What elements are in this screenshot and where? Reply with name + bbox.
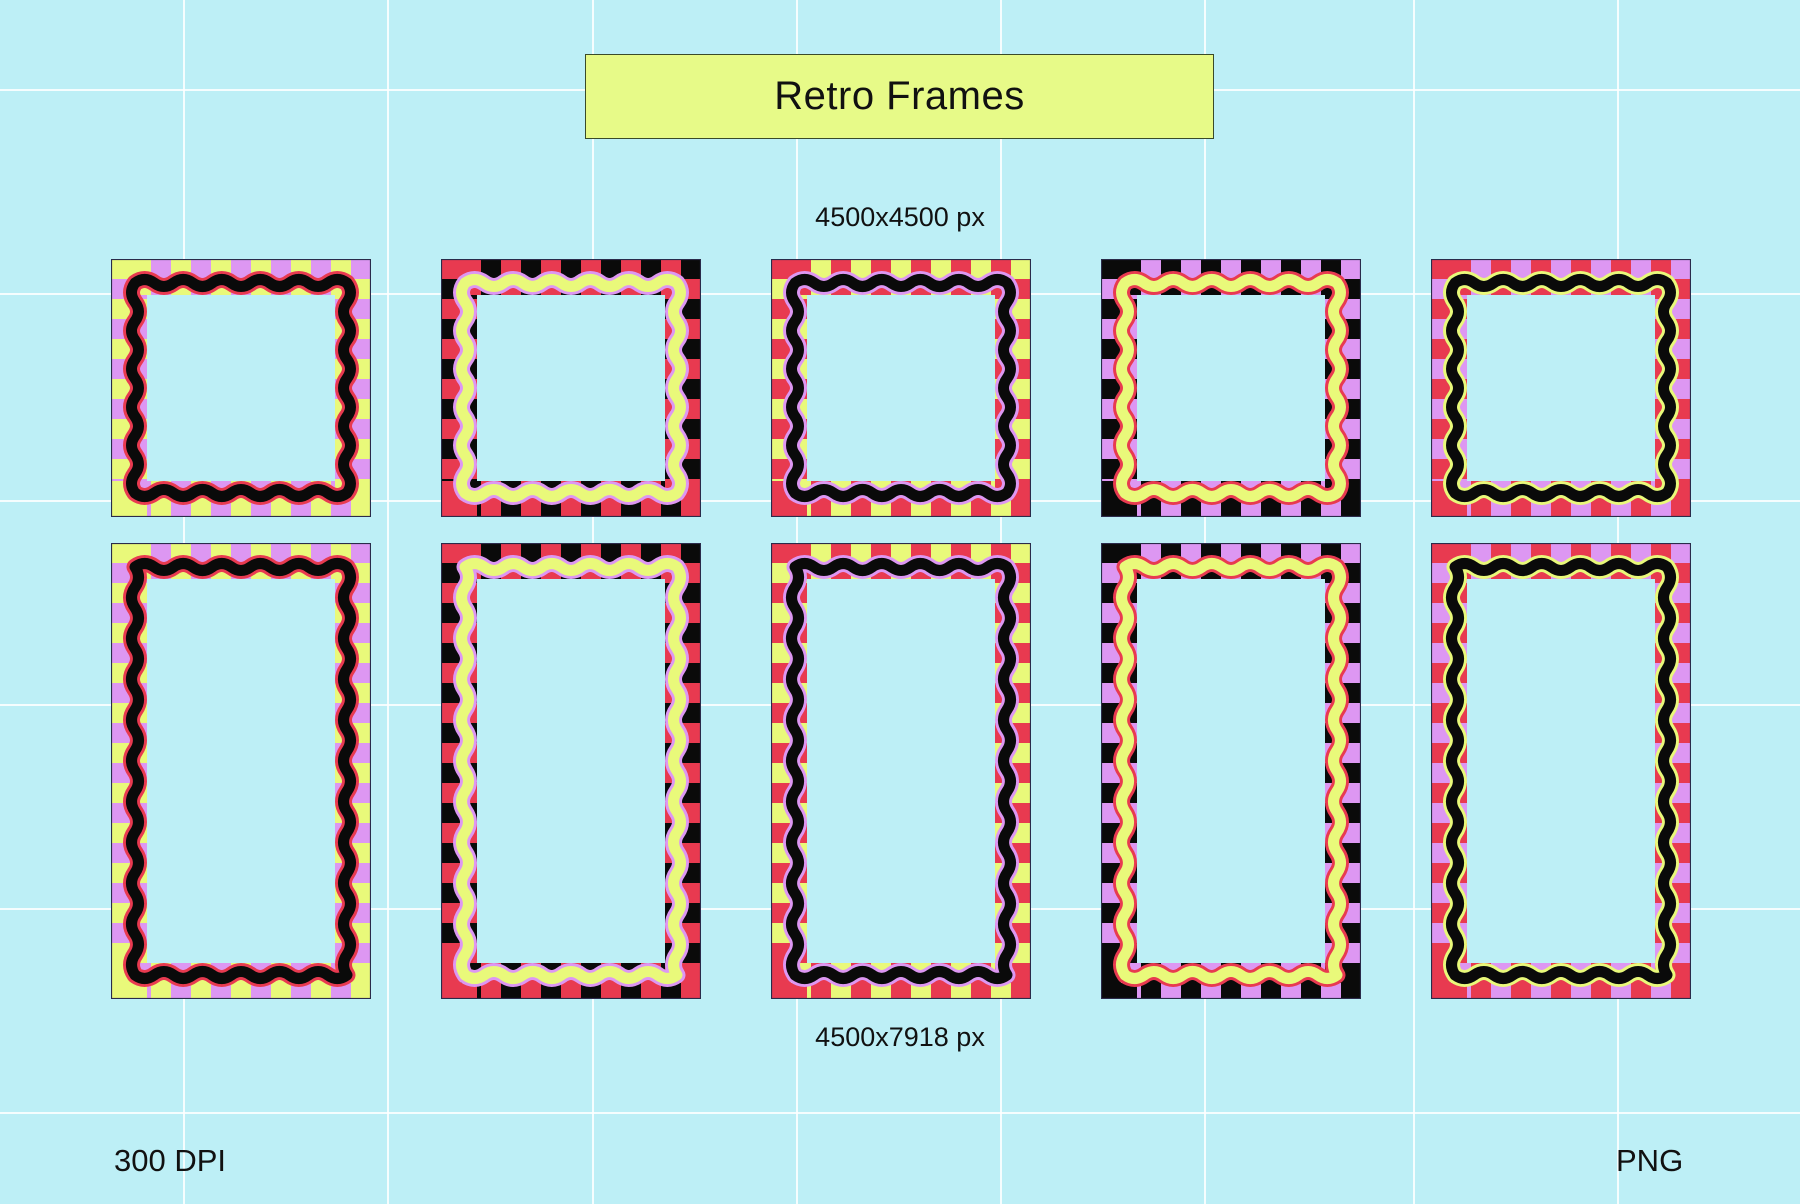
square-frame-4 bbox=[1101, 259, 1361, 517]
tall-frame-2 bbox=[441, 543, 701, 999]
tall-frame-1 bbox=[111, 543, 371, 999]
tall-frame-4 bbox=[1101, 543, 1361, 999]
square-frame-5 bbox=[1431, 259, 1691, 517]
format-label: PNG bbox=[1616, 1143, 1684, 1178]
tall-size-label: 4500x7918 px bbox=[815, 1022, 985, 1052]
square-frame-3 bbox=[771, 259, 1031, 517]
title-banner: Retro Frames bbox=[585, 54, 1214, 139]
tall-frame-3 bbox=[771, 543, 1031, 999]
square-size-label: 4500x4500 px bbox=[815, 202, 985, 232]
tall-frame-5 bbox=[1431, 543, 1691, 999]
resolution-label: 300 DPI bbox=[114, 1143, 227, 1178]
square-frame-1 bbox=[111, 259, 371, 517]
page-title: Retro Frames bbox=[774, 74, 1025, 118]
square-frame-2 bbox=[441, 259, 701, 517]
